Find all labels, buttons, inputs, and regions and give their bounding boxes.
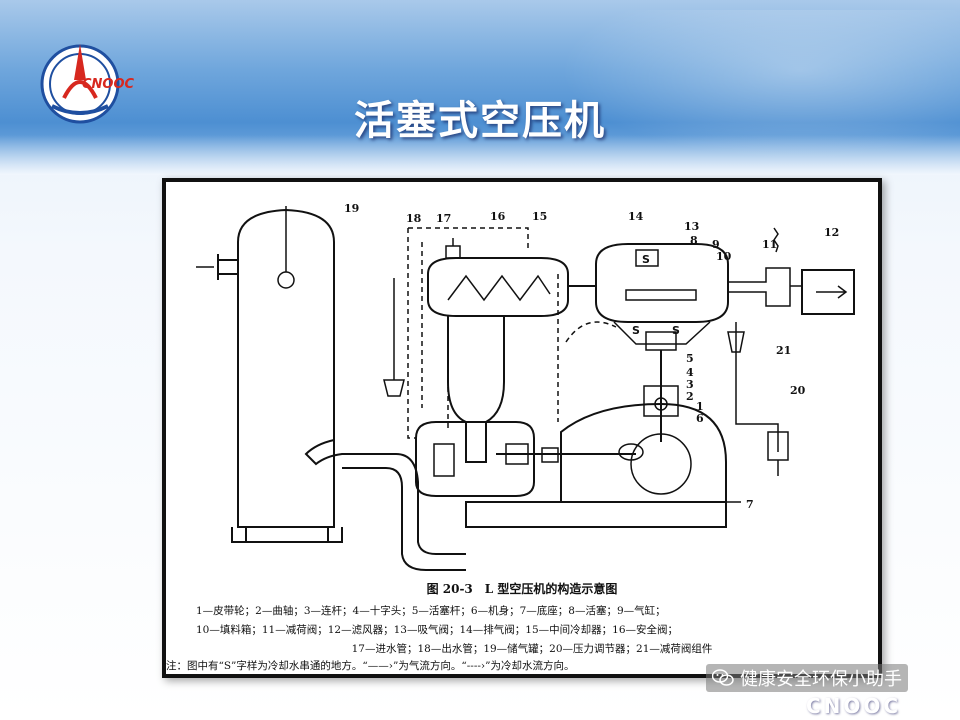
high-pressure-cylinder [595, 243, 729, 323]
legend-line: 1—皮带轮；2—曲轴；3—连杆；4—十字头；5—活塞杆；6—机身；7—底座；8—… [196, 605, 666, 617]
part-label: 4 [686, 366, 694, 379]
part-label: 9 [712, 238, 720, 251]
figure-caption: 图 20-3 L 型空压机的构造示意图 [426, 582, 618, 596]
s-mark: S [642, 253, 650, 266]
slide-title: 活塞式空压机 [354, 98, 606, 144]
header-band [0, 0, 960, 175]
legend-line: 10—填料箱；11—减荷阀；12—滤风器；13—吸气阀；14—排气阀；15—中间… [196, 624, 679, 636]
part-label: 7 [746, 498, 754, 511]
part-label: 14 [628, 210, 644, 223]
part-label: 3 [686, 378, 694, 391]
wechat-icon [712, 669, 734, 686]
part-label: 19 [344, 202, 359, 215]
logo-text: CNOOC [82, 77, 135, 92]
part-label: 10 [716, 250, 732, 263]
figure-legend: 1—皮带轮；2—曲轴；3—连杆；4—十字头；5—活塞杆；6—机身；7—底座；8—… [196, 602, 868, 659]
part-label: 12 [824, 226, 839, 239]
s-mark: S [672, 324, 680, 337]
brand-logo-text: CNOOC [806, 694, 902, 718]
cnooc-logo: CNOOC [40, 44, 135, 124]
part-label: 2 [686, 390, 694, 403]
figure-note: 注：图中有“S”字样为冷却水串通的地方。“——›”为气流方向。“----›”为冷… [166, 660, 575, 672]
part-label: 21 [776, 344, 791, 357]
legend-line: 17—进水管；18—出水管；19—储气罐；20—压力调节器；21—减荷阀组件 [351, 643, 713, 655]
part-label: 11 [762, 238, 777, 251]
part-label: 18 [406, 212, 422, 225]
s-mark: S [632, 324, 640, 337]
part-label: 5 [686, 352, 694, 365]
part-label: 20 [790, 384, 806, 397]
part-label: 13 [684, 220, 699, 233]
part-label: 16 [490, 210, 506, 223]
part-label: 15 [532, 210, 547, 223]
watermark: 健康安全环保小助手 [706, 664, 908, 692]
world-map-background [560, 10, 960, 160]
intercooler [427, 257, 569, 317]
part-label: 1 [696, 400, 704, 413]
part-label: 17 [436, 212, 451, 225]
figure-frame: S S S 19 18 17 16 15 14 13 8 9 10 11 12 … [162, 178, 882, 678]
part-label: 8 [690, 234, 698, 247]
watermark-text: 健康安全环保小助手 [740, 669, 902, 690]
part-label: 6 [696, 412, 704, 425]
compressor-diagram: S S S 19 18 17 16 15 14 13 8 9 10 11 12 … [196, 202, 855, 571]
